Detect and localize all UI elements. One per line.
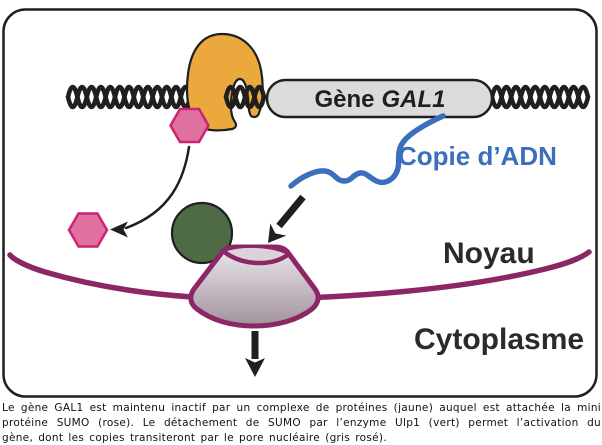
sumo-hexagon-attached <box>169 107 210 144</box>
sumo-release-arrowhead <box>110 221 128 238</box>
caption-line-3: gène, dont les copies transiteront par l… <box>2 431 387 444</box>
cytoplasm-label: Cytoplasme <box>414 323 584 356</box>
ulp1-enzyme-circle <box>170 201 234 265</box>
nuclear-pore-front-lip <box>220 248 292 266</box>
nuclear-pore <box>188 244 321 329</box>
dna-copy-label: Copie d’ADN <box>398 141 557 171</box>
mrna-to-pore-arrow <box>268 194 306 243</box>
dna-helix-right <box>489 84 591 110</box>
dna-copy-squiggle <box>288 113 446 189</box>
caption-line-2: protéine SUMO (rose). Le détachement de … <box>2 416 601 429</box>
dna-helix-left <box>65 84 193 110</box>
sumo-release-arrow <box>124 145 191 230</box>
nucleus-label: Noyau <box>443 237 535 270</box>
sumo-hexagon-detached <box>67 212 109 248</box>
caption-line-1: Le gène GAL1 est maintenu inactif par un… <box>2 402 601 414</box>
figure-caption: Le gène GAL1 est maintenu inactif par un… <box>2 401 601 445</box>
gene-pill <box>265 78 494 119</box>
dna-helix-notch <box>223 84 267 110</box>
nuclear-pore-back-rim <box>222 244 290 256</box>
cytoplasm-export-arrow <box>245 331 265 377</box>
